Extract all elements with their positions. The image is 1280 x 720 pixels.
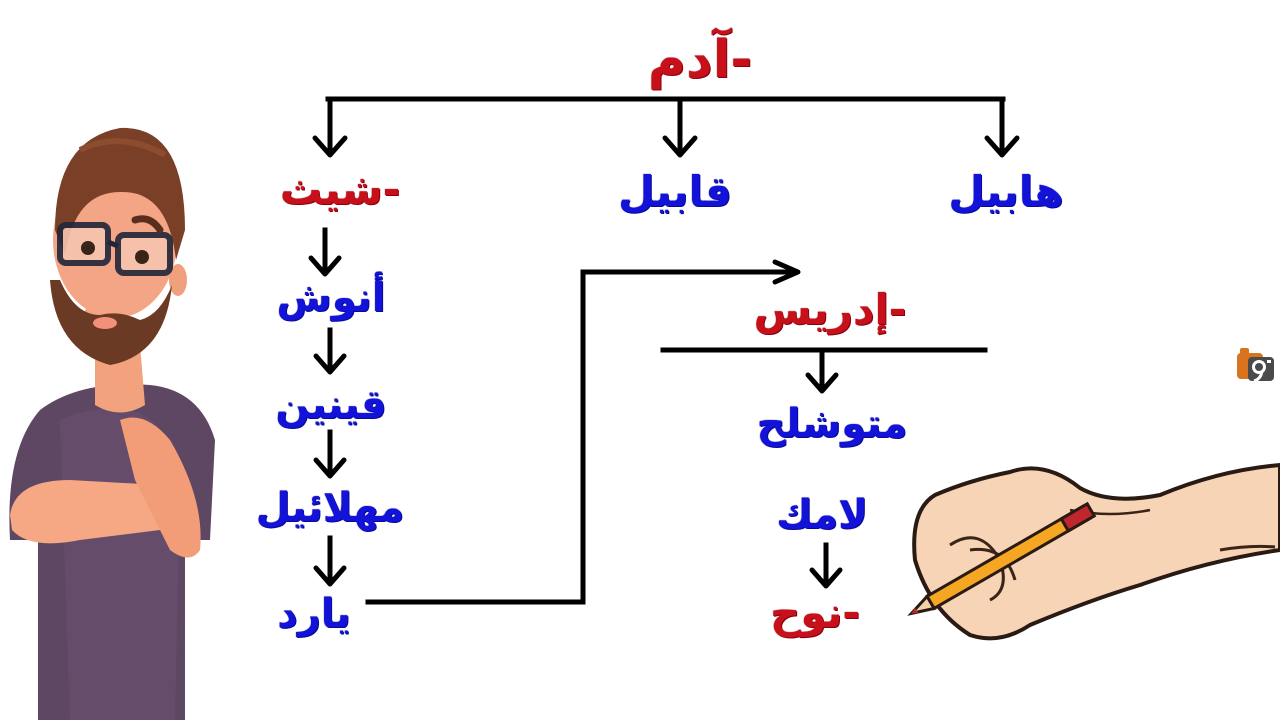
node-qabil: قابيل — [618, 167, 732, 216]
node-sheeth: -شيث — [279, 165, 401, 214]
camera-logo-icon — [1237, 348, 1274, 383]
node-adam: -آدم — [647, 30, 753, 90]
node-lamak: لامك — [776, 492, 868, 538]
hand-with-pencil-illustration — [907, 463, 1280, 641]
node-mahalalel: مهلائيل — [255, 485, 405, 531]
node-nuh: -نوح — [770, 588, 860, 637]
node-idris: -إدريس — [753, 285, 907, 334]
node-anoush: أنوش — [276, 275, 386, 321]
node-qaynan: قينين — [275, 382, 387, 428]
node-methuselah: متوشلح — [756, 401, 908, 447]
node-yard: يارد — [277, 591, 351, 637]
thinking-man-illustration — [9, 127, 215, 720]
node-habil: هابيل — [948, 167, 1064, 216]
